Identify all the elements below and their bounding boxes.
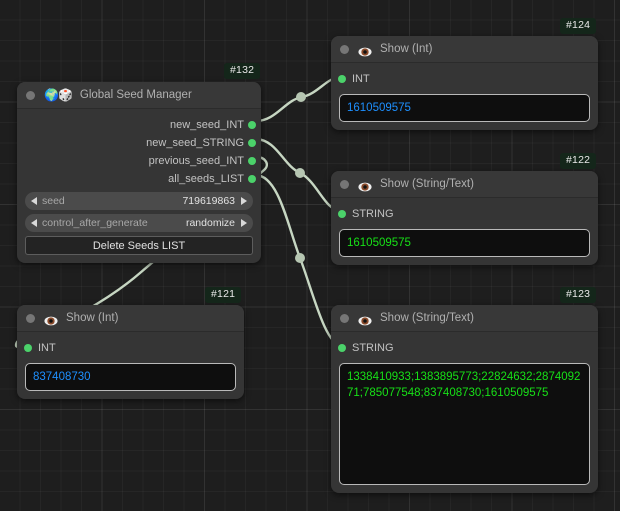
wire-new-seed-int-to-124 (255, 75, 342, 123)
collapse-toggle-icon[interactable] (340, 179, 349, 189)
output-label-all-seeds-list: all_seeds_LIST (168, 173, 244, 185)
node-title-122: Show (String/Text) (380, 178, 474, 190)
collapse-toggle-icon[interactable] (340, 44, 349, 54)
decrement-arrow-icon[interactable] (31, 197, 37, 205)
node-body-124: INT 1610509575 (331, 63, 598, 130)
node-body-132: new_seed_INT new_seed_STRING previous_se… (17, 109, 261, 263)
node-body-122: STRING 1610509575 (331, 198, 598, 265)
node-header-123[interactable]: Show (String/Text) (331, 305, 598, 332)
widget-seed[interactable]: seed 719619863 (25, 192, 253, 210)
increment-arrow-icon[interactable] (241, 197, 247, 205)
input-label-int-124: INT (352, 73, 370, 85)
node-title-123: Show (String/Text) (380, 312, 474, 324)
node-show-int-121[interactable]: Show (Int) INT 837408730 (17, 305, 244, 399)
port-dot-int-121[interactable] (24, 344, 32, 352)
output-port-all-seeds-list[interactable]: all_seeds_LIST (17, 170, 261, 188)
node-body-123: STRING 1338410933;1383895773;22824632;28… (331, 332, 598, 493)
node-header-124[interactable]: Show (Int) (331, 36, 598, 63)
output-port-previous-seed-int[interactable]: previous_seed_INT (17, 152, 261, 170)
output-port-new-seed-int[interactable]: new_seed_INT (17, 116, 261, 134)
widget-control-after-generate[interactable]: control_after_generate randomize (25, 214, 253, 232)
port-dot-new-seed-string[interactable] (248, 139, 256, 147)
port-dot-int-124[interactable] (338, 75, 346, 83)
node-body-121: INT 837408730 (17, 332, 244, 399)
output-label-previous-seed-int: previous_seed_INT (148, 155, 244, 167)
node-show-string-123[interactable]: Show (String/Text) STRING 1338410933;138… (331, 305, 598, 493)
node-id-badge-132: #132 (224, 63, 261, 79)
node-id-badge-123: #123 (560, 287, 597, 303)
port-dot-string-123[interactable] (338, 344, 346, 352)
node-title-121: Show (Int) (66, 312, 119, 324)
delete-seeds-list-button[interactable]: Delete Seeds LIST (25, 236, 253, 255)
port-dot-all-seeds-list[interactable] (248, 175, 256, 183)
wire-all-seeds-list-to-123 (255, 173, 342, 347)
node-header-122[interactable]: Show (String/Text) (331, 171, 598, 198)
node-title-124: Show (Int) (380, 43, 433, 55)
next-option-arrow-icon[interactable] (241, 219, 247, 227)
port-dot-previous-seed-int[interactable] (248, 157, 256, 165)
input-port-string-123[interactable]: STRING (331, 339, 598, 357)
input-label-string-122: STRING (352, 208, 394, 220)
eye-icon (358, 44, 372, 57)
collapse-toggle-icon[interactable] (26, 313, 35, 323)
port-dot-string-122[interactable] (338, 210, 346, 218)
wire-midpoint-dot-124 (296, 92, 306, 102)
previous-option-arrow-icon[interactable] (31, 219, 37, 227)
eye-icon (44, 313, 58, 326)
input-port-int-124[interactable]: INT (331, 70, 598, 88)
value-display-124[interactable]: 1610509575 (339, 94, 590, 122)
value-display-121[interactable]: 837408730 (25, 363, 236, 391)
output-label-new-seed-int: new_seed_INT (170, 119, 244, 131)
node-id-badge-121: #121 (205, 287, 242, 303)
node-id-badge-124: #124 (560, 18, 597, 34)
node-show-int-124[interactable]: Show (Int) INT 1610509575 (331, 36, 598, 130)
widget-label-control-after-generate: control_after_generate (42, 217, 148, 229)
collapse-toggle-icon[interactable] (26, 90, 35, 100)
node-title-132: Global Seed Manager (79, 89, 192, 101)
node-header-121[interactable]: Show (Int) (17, 305, 244, 332)
wire-midpoint-dot-122 (295, 168, 305, 178)
eye-icon (358, 313, 372, 326)
output-label-new-seed-string: new_seed_STRING (146, 137, 244, 149)
value-display-123[interactable]: 1338410933;1383895773;22824632;287409271… (339, 363, 590, 485)
output-port-new-seed-string[interactable]: new_seed_STRING (17, 134, 261, 152)
wire-midpoint-dot-123 (295, 253, 305, 263)
input-port-int-121[interactable]: INT (17, 339, 244, 357)
collapse-toggle-icon[interactable] (340, 313, 349, 323)
node-show-string-122[interactable]: Show (String/Text) STRING 1610509575 (331, 171, 598, 265)
node-id-badge-122: #122 (560, 153, 597, 169)
widget-label-seed: seed (42, 195, 65, 207)
input-label-string-123: STRING (352, 342, 394, 354)
value-display-122[interactable]: 1610509575 (339, 229, 590, 257)
node-global-seed-manager[interactable]: 🌍🎲 Global Seed Manager new_seed_INT new_… (17, 82, 261, 263)
port-dot-new-seed-int[interactable] (248, 121, 256, 129)
eye-icon (358, 179, 372, 192)
node-header-132[interactable]: 🌍🎲 Global Seed Manager (17, 82, 261, 109)
widget-value-control-after-generate[interactable]: randomize (185, 217, 235, 229)
input-label-int-121: INT (38, 342, 56, 354)
input-port-string-122[interactable]: STRING (331, 205, 598, 223)
widget-value-seed[interactable]: 719619863 (182, 195, 235, 207)
globe-dice-icon: 🌍🎲 (44, 88, 73, 102)
wire-new-seed-string-to-122 (255, 137, 342, 213)
